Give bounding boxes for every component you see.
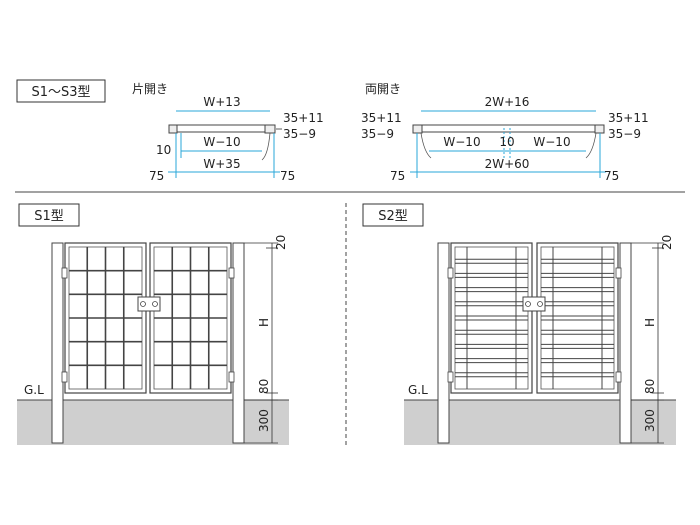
s2-latch <box>522 296 546 312</box>
series-label: S1〜S3型 <box>31 85 90 100</box>
double-left-75: 75 <box>390 169 405 183</box>
s2-dim-h: H <box>643 318 657 327</box>
s1-label: S1型 <box>34 209 64 224</box>
s2-label: S2型 <box>378 209 408 224</box>
double-right-bottom: 35−9 <box>608 127 641 141</box>
s1-dim-h: H <box>257 318 271 327</box>
s1-latch <box>137 296 161 312</box>
s1-label-box <box>18 203 80 227</box>
s2-label-box <box>362 203 424 227</box>
double-right-top: 35+11 <box>608 111 649 125</box>
s2-gl-label: G.L <box>408 383 428 397</box>
s2-dim-300: 300 <box>643 409 657 432</box>
s1-elevation: S1型 G.L 20 H 80 300 <box>17 203 289 445</box>
single-top-width: W+13 <box>203 95 240 109</box>
single-left-75: 75 <box>149 169 164 183</box>
single-inner-width: W−10 <box>203 135 240 149</box>
series-label-box <box>16 79 106 103</box>
s2-slats <box>455 247 614 389</box>
s1-post-right <box>232 242 245 444</box>
s1-post-left <box>51 242 64 444</box>
double-left-top: 35+11 <box>361 111 402 125</box>
single-title: 片開き <box>132 82 168 96</box>
s1-dim-top: 20 <box>274 235 288 250</box>
double-panel <box>420 124 597 133</box>
double-swing-plan: 両開き 2W+16 35+11 35−9 35+11 35−9 W−10 10 … <box>361 82 649 183</box>
single-panel <box>175 124 271 133</box>
single-left-gap: 10 <box>156 143 171 157</box>
s2-leaf-right <box>536 242 619 394</box>
s2-elevation: S2型 G.L 20 H 80 300 <box>362 203 676 445</box>
s1-gl-label: G.L <box>24 383 44 397</box>
single-right-bottom: 35−9 <box>283 127 316 141</box>
single-right-top: 35+11 <box>283 111 324 125</box>
s1-lattice <box>69 247 227 389</box>
double-bottom-width: 2W+60 <box>485 157 530 171</box>
double-left-bottom: 35−9 <box>361 127 394 141</box>
s2-post-left <box>437 242 450 444</box>
s1-dim-80: 80 <box>257 379 271 394</box>
double-top-width: 2W+16 <box>485 95 530 109</box>
double-title: 両開き <box>365 82 401 96</box>
single-swing-plan: 片開き W+13 35+11 35−9 10 W−10 W+35 75 75 <box>132 82 324 183</box>
double-inner-left: W−10 <box>443 135 480 149</box>
single-right-75: 75 <box>280 169 295 183</box>
double-center-gap: 10 <box>499 135 514 149</box>
s1-dim-300: 300 <box>257 409 271 432</box>
s2-dim-80: 80 <box>643 379 657 394</box>
s2-post-right <box>619 242 632 444</box>
s2-dim-top: 20 <box>660 235 674 250</box>
double-inner-right: W−10 <box>533 135 570 149</box>
single-bottom-width: W+35 <box>203 157 240 171</box>
s2-leaf-left <box>450 242 533 394</box>
double-right-75: 75 <box>604 169 619 183</box>
